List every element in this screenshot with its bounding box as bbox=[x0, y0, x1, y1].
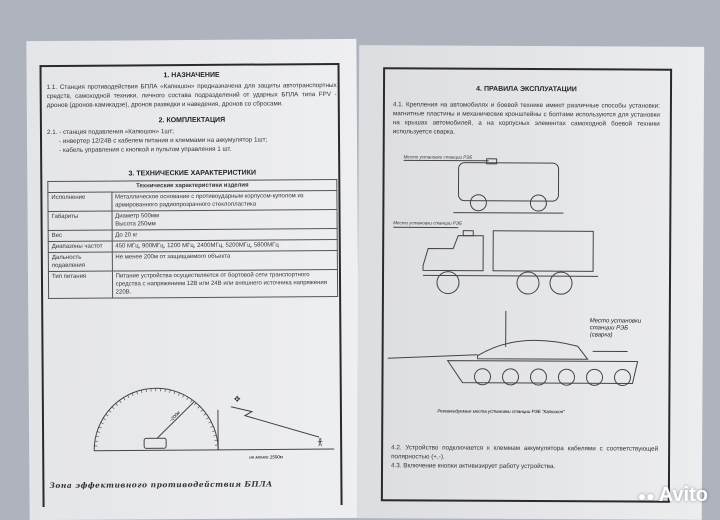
dome-tick bbox=[204, 413, 206, 415]
dome-tick bbox=[116, 403, 118, 405]
dome-tick bbox=[201, 410, 203, 412]
dome-tick bbox=[141, 390, 142, 393]
left-content: 1. НАЗНАЧЕНИЕ 1.1. Станция противодейств… bbox=[47, 67, 339, 299]
spec-value: Диаметр 500мм Высота 250мм bbox=[112, 209, 338, 230]
dome-tick bbox=[174, 391, 175, 394]
dome-tick bbox=[106, 414, 108, 416]
spec-name: Габариты bbox=[48, 211, 112, 230]
diagram-caption: Зона эффективного противодействия БПЛА bbox=[49, 479, 272, 490]
dome-tick bbox=[170, 390, 171, 393]
dome-tick bbox=[209, 422, 212, 423]
spec-name: Исполнение bbox=[48, 192, 112, 211]
dome-tick bbox=[96, 436, 99, 437]
section-4-2-text: 4.2. Устройство подключается к клеммам а… bbox=[391, 443, 658, 462]
dome-tick bbox=[132, 393, 133, 396]
install-label: Место установки станции РЭБ bbox=[404, 154, 473, 159]
dome-tick bbox=[99, 427, 102, 428]
spec-value: Питание устройства осуществляется от бор… bbox=[112, 269, 338, 298]
dome-tick bbox=[187, 397, 189, 400]
dome-tick bbox=[183, 395, 184, 398]
drone-icon: ✥ bbox=[234, 395, 241, 404]
install-label-welded: Место установки станции РЭБ (сварка) bbox=[590, 318, 652, 339]
section-4-1-text: 4.1. Крепления на автомобилях и боевой т… bbox=[393, 100, 660, 137]
dome-tick bbox=[103, 418, 106, 420]
avito-watermark-text: Avito bbox=[659, 484, 708, 507]
dome-tick bbox=[191, 400, 193, 402]
section-1-text: 1.1. Станция противодействия БПЛА «Капюш… bbox=[47, 81, 337, 110]
van-icon bbox=[144, 438, 166, 448]
ural-truck-drawing: Место установки станции РЭБ bbox=[393, 220, 598, 294]
dome-tick bbox=[194, 403, 196, 405]
avito-logo-icon: ●● bbox=[638, 488, 655, 504]
right-content: 4. ПРАВИЛА ЭКСПЛУАТАЦИИ 4.1. Крепления н… bbox=[393, 81, 660, 137]
left-page: 1. НАЗНАЧЕНИЕ 1.1. Станция противодейств… bbox=[26, 39, 359, 520]
dome-tick bbox=[101, 422, 104, 423]
radius-arrow bbox=[157, 402, 194, 438]
spec-name: Вес bbox=[48, 230, 112, 241]
dome-tick bbox=[119, 400, 121, 402]
dome-tick bbox=[97, 431, 100, 432]
dome-tick bbox=[137, 391, 138, 394]
section-4-title: 4. ПРАВИЛА ЭКСПЛУАТАЦИИ bbox=[393, 85, 660, 93]
right-page: 4. ПРАВИЛА ЭКСПЛУАТАЦИИ 4.1. Крепления н… bbox=[357, 45, 704, 520]
operator-icon: 𐀪 bbox=[317, 438, 323, 449]
suppression-dome bbox=[94, 388, 218, 451]
dome-tick bbox=[112, 407, 114, 409]
section-2-title: 2. КОМПЛЕКТАЦИЯ bbox=[47, 116, 337, 125]
section-1-title: 1. НАЗНАЧЕНИЕ bbox=[47, 71, 337, 80]
dome-tick bbox=[178, 393, 179, 396]
spec-value: Металлическое основание с противоударным… bbox=[111, 190, 337, 211]
spec-name: Дальность подавления bbox=[48, 252, 112, 271]
control-link-zigzag bbox=[231, 406, 319, 438]
dome-tick bbox=[128, 395, 129, 398]
dome-tick bbox=[109, 410, 111, 412]
right-bottom-content: 4.2. Устройство подключается к клеммам а… bbox=[391, 443, 658, 471]
uaz-van-drawing: Место установки станции РЭБ bbox=[403, 154, 563, 213]
dome-tick bbox=[211, 426, 214, 427]
dome-tick bbox=[212, 431, 215, 432]
dome-tick bbox=[213, 435, 216, 436]
dome-tick bbox=[123, 398, 125, 401]
spec-value: Не менее 200м от защищаемого объекта bbox=[112, 250, 338, 271]
ground-line bbox=[94, 449, 334, 451]
suppression-zone-diagram: ~200м ✥ 𐀪 не менее 1500м bbox=[49, 379, 350, 461]
section-3-title: 3. ТЕХНИЧЕСКИЕ ХАРАКТЕРИСТИКИ bbox=[47, 169, 337, 178]
spec-name: Диапазоны частот bbox=[48, 241, 112, 252]
avito-watermark: ●● Avito bbox=[638, 484, 708, 507]
distance-label: не менее 1500м bbox=[249, 454, 283, 459]
specs-table: Технические характеристики изделия Испол… bbox=[47, 179, 338, 299]
svg-text:Место установки станции РЭБ: Место установки станции РЭБ bbox=[393, 220, 462, 225]
vehicle-installation-drawings: Место установки станции РЭБ Место устано… bbox=[387, 150, 668, 421]
section-4-3-text: 4.3. Включение кнопки активизирует работ… bbox=[391, 461, 658, 471]
figure-caption: Рекомендуемые места установки станции РЭ… bbox=[437, 409, 565, 415]
spec-name: Тип питания bbox=[48, 271, 112, 298]
kit-item: - кабель управления с кнопкой и пультом … bbox=[47, 144, 337, 155]
dome-tick bbox=[206, 417, 209, 419]
dome-tick bbox=[198, 406, 200, 408]
